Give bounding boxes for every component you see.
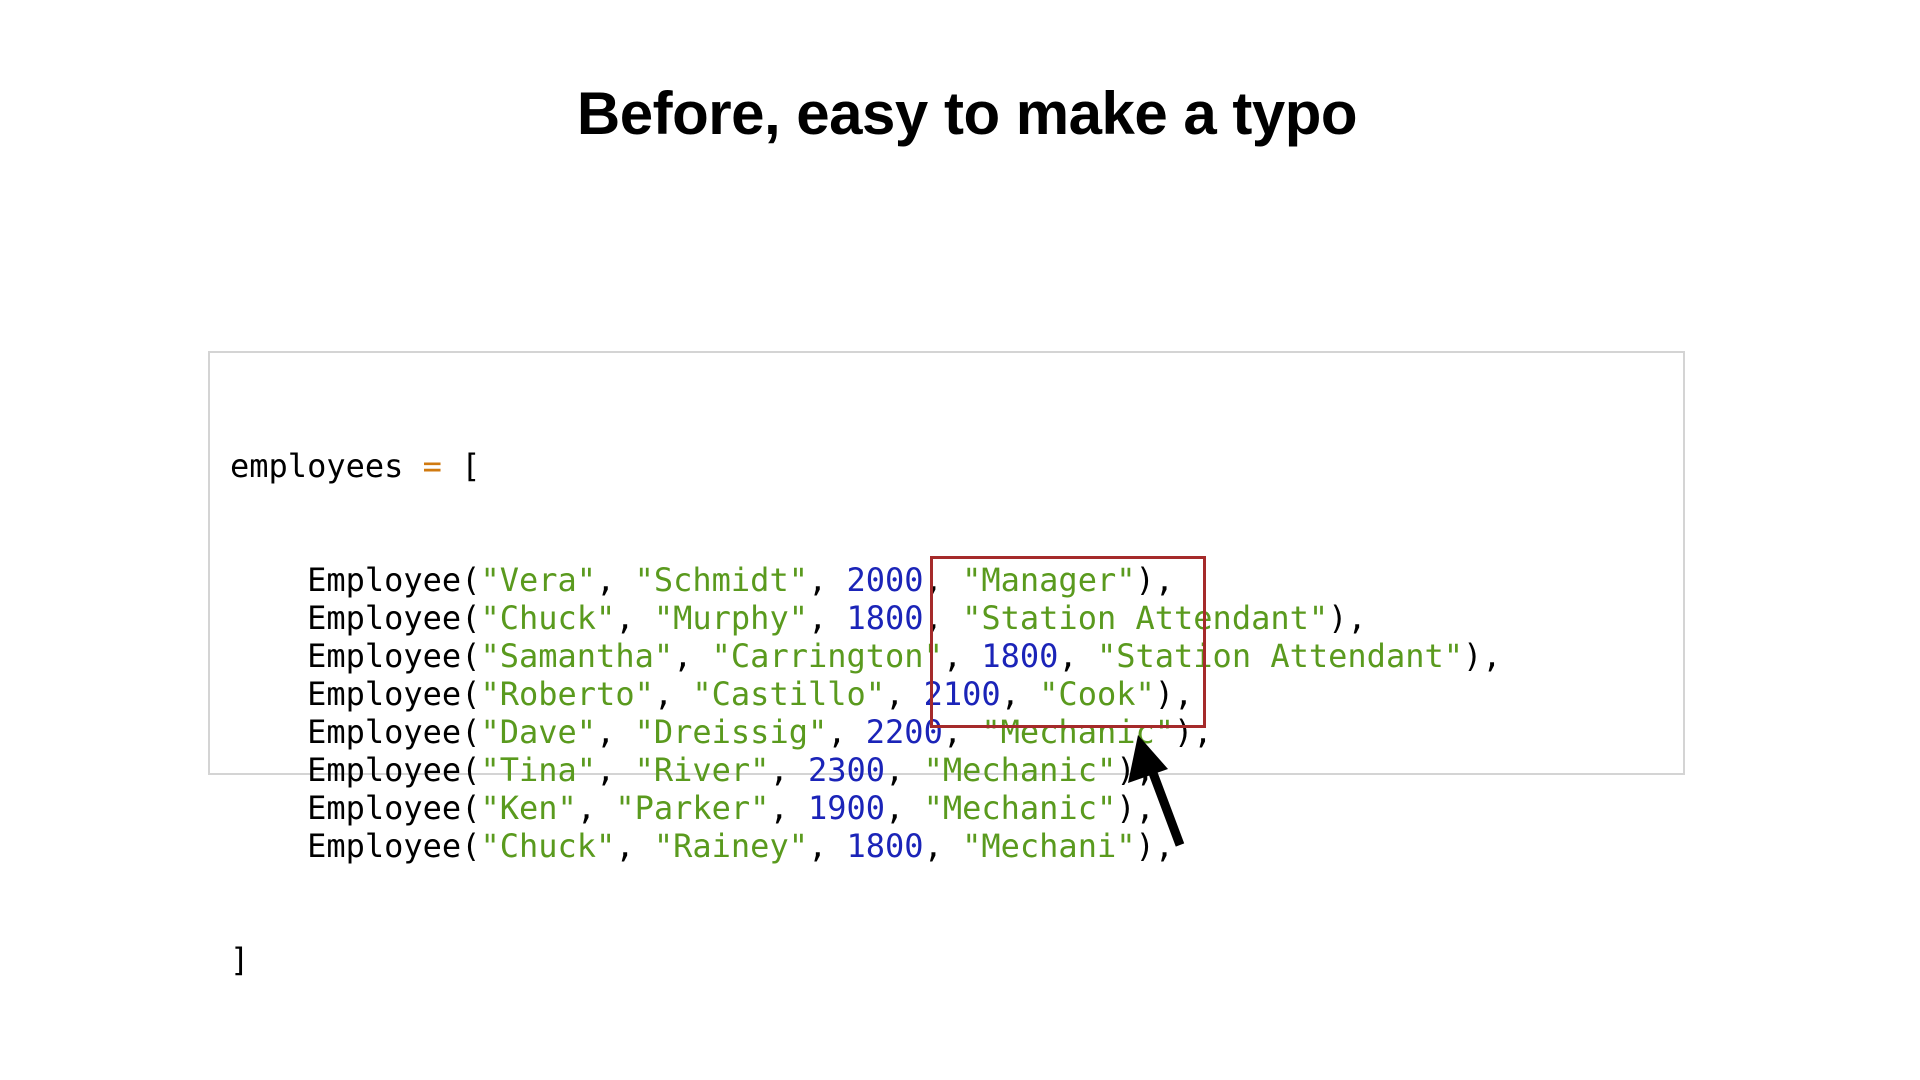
assign-operator: =: [422, 447, 442, 485]
close-paren-comma: ),: [1463, 637, 1502, 675]
comma: ,: [807, 599, 847, 637]
salary-arg: 1800: [846, 827, 924, 865]
close-paren-comma: ),: [1154, 675, 1194, 713]
role-arg: "Mechanic": [923, 751, 1117, 789]
typo-highlight-box: [930, 556, 1206, 728]
employee-row: Employee("Samantha", "Carrington", 1800,…: [230, 637, 1502, 675]
comma: ,: [1000, 675, 1040, 713]
constructor-name: Employee: [307, 751, 462, 789]
close-paren-comma: ),: [1328, 599, 1367, 637]
salary-arg: 1800: [846, 599, 924, 637]
open-paren: (: [461, 789, 481, 827]
close-paren-comma: ),: [1116, 789, 1155, 827]
open-paren: (: [461, 561, 481, 599]
comma: ,: [923, 561, 963, 599]
comma: ,: [923, 827, 963, 865]
employee-row: Employee("Tina", "River", 2300, "Mechani…: [230, 751, 1502, 789]
comma: ,: [807, 561, 847, 599]
open-paren: (: [461, 827, 481, 865]
comma: ,: [885, 789, 924, 827]
employee-row: Employee("Roberto", "Castillo", 2100, "C…: [230, 675, 1502, 713]
comma: ,: [885, 751, 924, 789]
first-name-arg: "Vera": [480, 561, 597, 599]
constructor-name: Employee: [307, 561, 462, 599]
arrow-up-left-icon: [1128, 735, 1185, 847]
first-name-arg: "Samantha": [480, 637, 674, 675]
salary-arg: 2300: [807, 751, 886, 789]
employee-row: Employee("Chuck", "Rainey", 1800, "Mecha…: [230, 827, 1502, 865]
last-name-arg: "Dreissig": [634, 713, 828, 751]
comma: ,: [807, 827, 847, 865]
role-arg: "Mechani": [962, 827, 1136, 865]
last-name-arg: "Murphy": [653, 599, 808, 637]
comma: ,: [942, 637, 982, 675]
salary-arg: 2000: [846, 561, 924, 599]
code-line-close: ]: [230, 941, 1502, 979]
constructor-name: Employee: [307, 675, 462, 713]
comma: ,: [596, 751, 635, 789]
role-arg: "Station Attendant": [1096, 637, 1463, 675]
open-paren: (: [461, 675, 481, 713]
comma: ,: [596, 561, 635, 599]
employee-row: Employee("Ken", "Parker", 1900, "Mechani…: [230, 789, 1502, 827]
constructor-name: Employee: [307, 599, 462, 637]
last-name-arg: "Carrington": [711, 637, 943, 675]
role-arg: "Mechanic": [923, 789, 1117, 827]
comma: ,: [885, 675, 924, 713]
code-block: employees = [ Employee("Vera", "Schmidt"…: [208, 351, 1685, 979]
first-name-arg: "Chuck": [480, 827, 616, 865]
first-name-arg: "Dave": [480, 713, 597, 751]
salary-arg: 2200: [865, 713, 943, 751]
comma: ,: [596, 713, 635, 751]
salary-arg: 1800: [981, 637, 1059, 675]
comma: ,: [827, 713, 866, 751]
open-paren: (: [461, 599, 481, 637]
employee-row: Employee("Chuck", "Murphy", 1800, "Stati…: [230, 599, 1502, 637]
first-name-arg: "Ken": [480, 789, 577, 827]
last-name-arg: "Parker": [615, 789, 770, 827]
constructor-name: Employee: [307, 713, 462, 751]
close-paren-comma: ),: [1135, 561, 1175, 599]
employee-row: Employee("Dave", "Dreissig", 2200, "Mech…: [230, 713, 1502, 751]
open-paren: (: [461, 637, 481, 675]
first-name-arg: "Tina": [480, 751, 597, 789]
role-arg: "Manager": [962, 561, 1136, 599]
comma: ,: [923, 599, 963, 637]
comma: ,: [615, 827, 654, 865]
open-paren: (: [461, 713, 481, 751]
comma: ,: [673, 637, 712, 675]
close-paren-comma: ),: [1174, 713, 1213, 751]
code-line-declaration: employees = [: [230, 447, 1502, 485]
constructor-name: Employee: [307, 637, 462, 675]
constructor-name: Employee: [307, 827, 462, 865]
salary-arg: 1900: [807, 789, 886, 827]
code-text: employees = [ Employee("Vera", "Schmidt"…: [230, 371, 1502, 1055]
first-name-arg: "Chuck": [480, 599, 616, 637]
employee-row: Employee("Vera", "Schmidt", 2000, "Manag…: [230, 561, 1502, 599]
salary-arg: 2100: [923, 675, 1001, 713]
comma: ,: [769, 789, 808, 827]
employee-rows: Employee("Vera", "Schmidt", 2000, "Manag…: [230, 561, 1502, 865]
last-name-arg: "Castillo": [692, 675, 886, 713]
close-paren-comma: ),: [1135, 827, 1175, 865]
comma: ,: [615, 599, 654, 637]
slide-title: Before, easy to make a typo: [576, 80, 1358, 147]
role-arg: "Cook": [1039, 675, 1155, 713]
comma: ,: [1058, 637, 1097, 675]
last-name-arg: "Schmidt": [634, 561, 808, 599]
close-bracket: ]: [230, 941, 250, 979]
comma: ,: [653, 675, 693, 713]
comma: ,: [769, 751, 808, 789]
last-name-arg: "River": [634, 751, 770, 789]
first-name-arg: "Roberto": [480, 675, 654, 713]
open-paren: (: [461, 751, 481, 789]
comma: ,: [942, 713, 982, 751]
comma: ,: [576, 789, 616, 827]
variable-name: employees: [230, 447, 404, 485]
last-name-arg: "Rainey": [653, 827, 808, 865]
open-bracket: [: [461, 447, 481, 485]
role-arg: "Station Attendant": [962, 599, 1329, 637]
constructor-name: Employee: [307, 789, 462, 827]
